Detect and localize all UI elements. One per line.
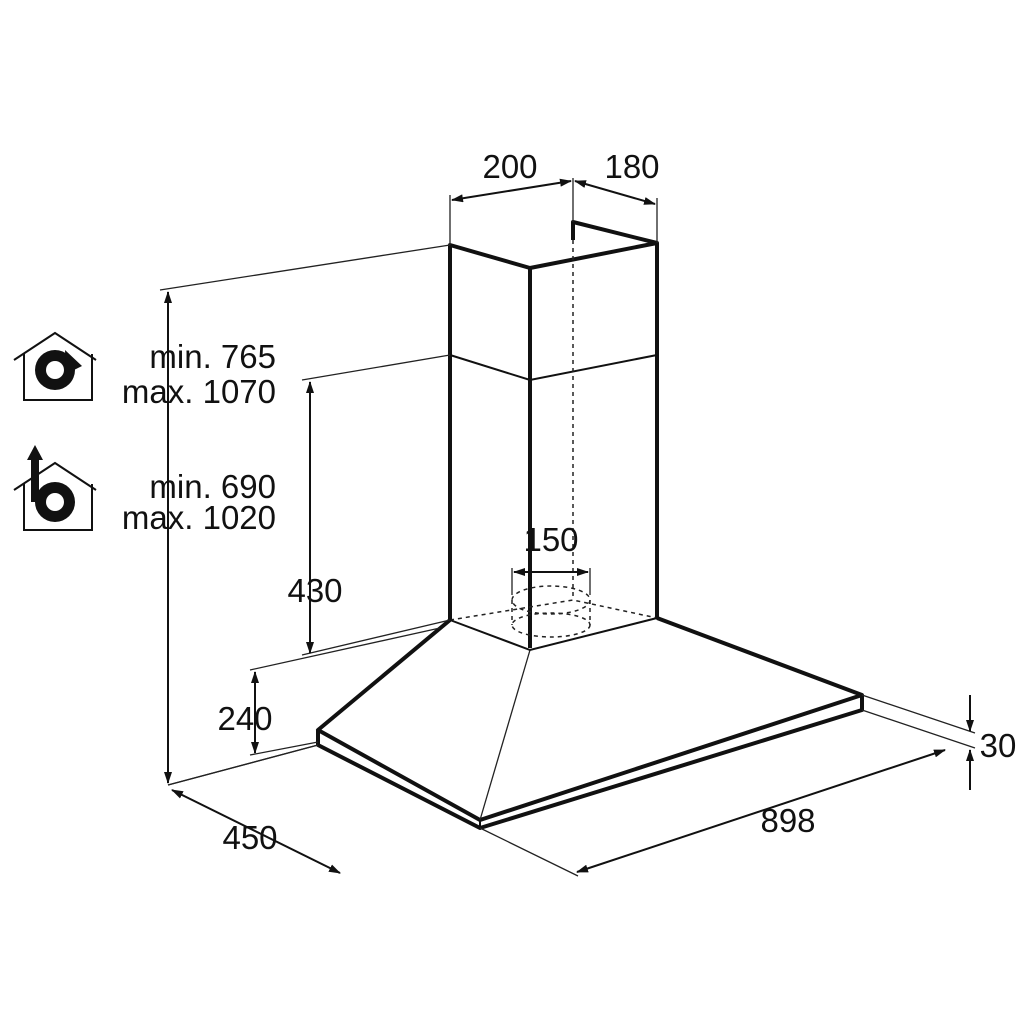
canopy	[316, 599, 864, 830]
extraction-house-icon	[13, 445, 97, 531]
extraction-max-label: max. 1020	[122, 499, 276, 536]
canopy-height-label: 240	[217, 700, 272, 737]
recirculation-house-icon	[13, 331, 97, 401]
chimney	[448, 220, 659, 648]
hood-depth-label: 450	[222, 819, 277, 856]
recirculation-max-label: max. 1070	[122, 373, 276, 410]
extraction-min-label: min. 690	[149, 468, 276, 505]
chimney-upper-height-label: 430	[287, 572, 342, 609]
recirculation-min-label: min. 765	[149, 338, 276, 375]
dimension-lines	[159, 178, 976, 877]
outlet-diameter-label: 150	[523, 521, 578, 558]
chimney-depth-label: 180	[604, 148, 659, 185]
edge-thickness-label: 30	[980, 727, 1017, 764]
chimney-width-label: 200	[482, 148, 537, 185]
outlet-duct	[511, 568, 591, 638]
hood-width-label: 898	[760, 802, 815, 839]
